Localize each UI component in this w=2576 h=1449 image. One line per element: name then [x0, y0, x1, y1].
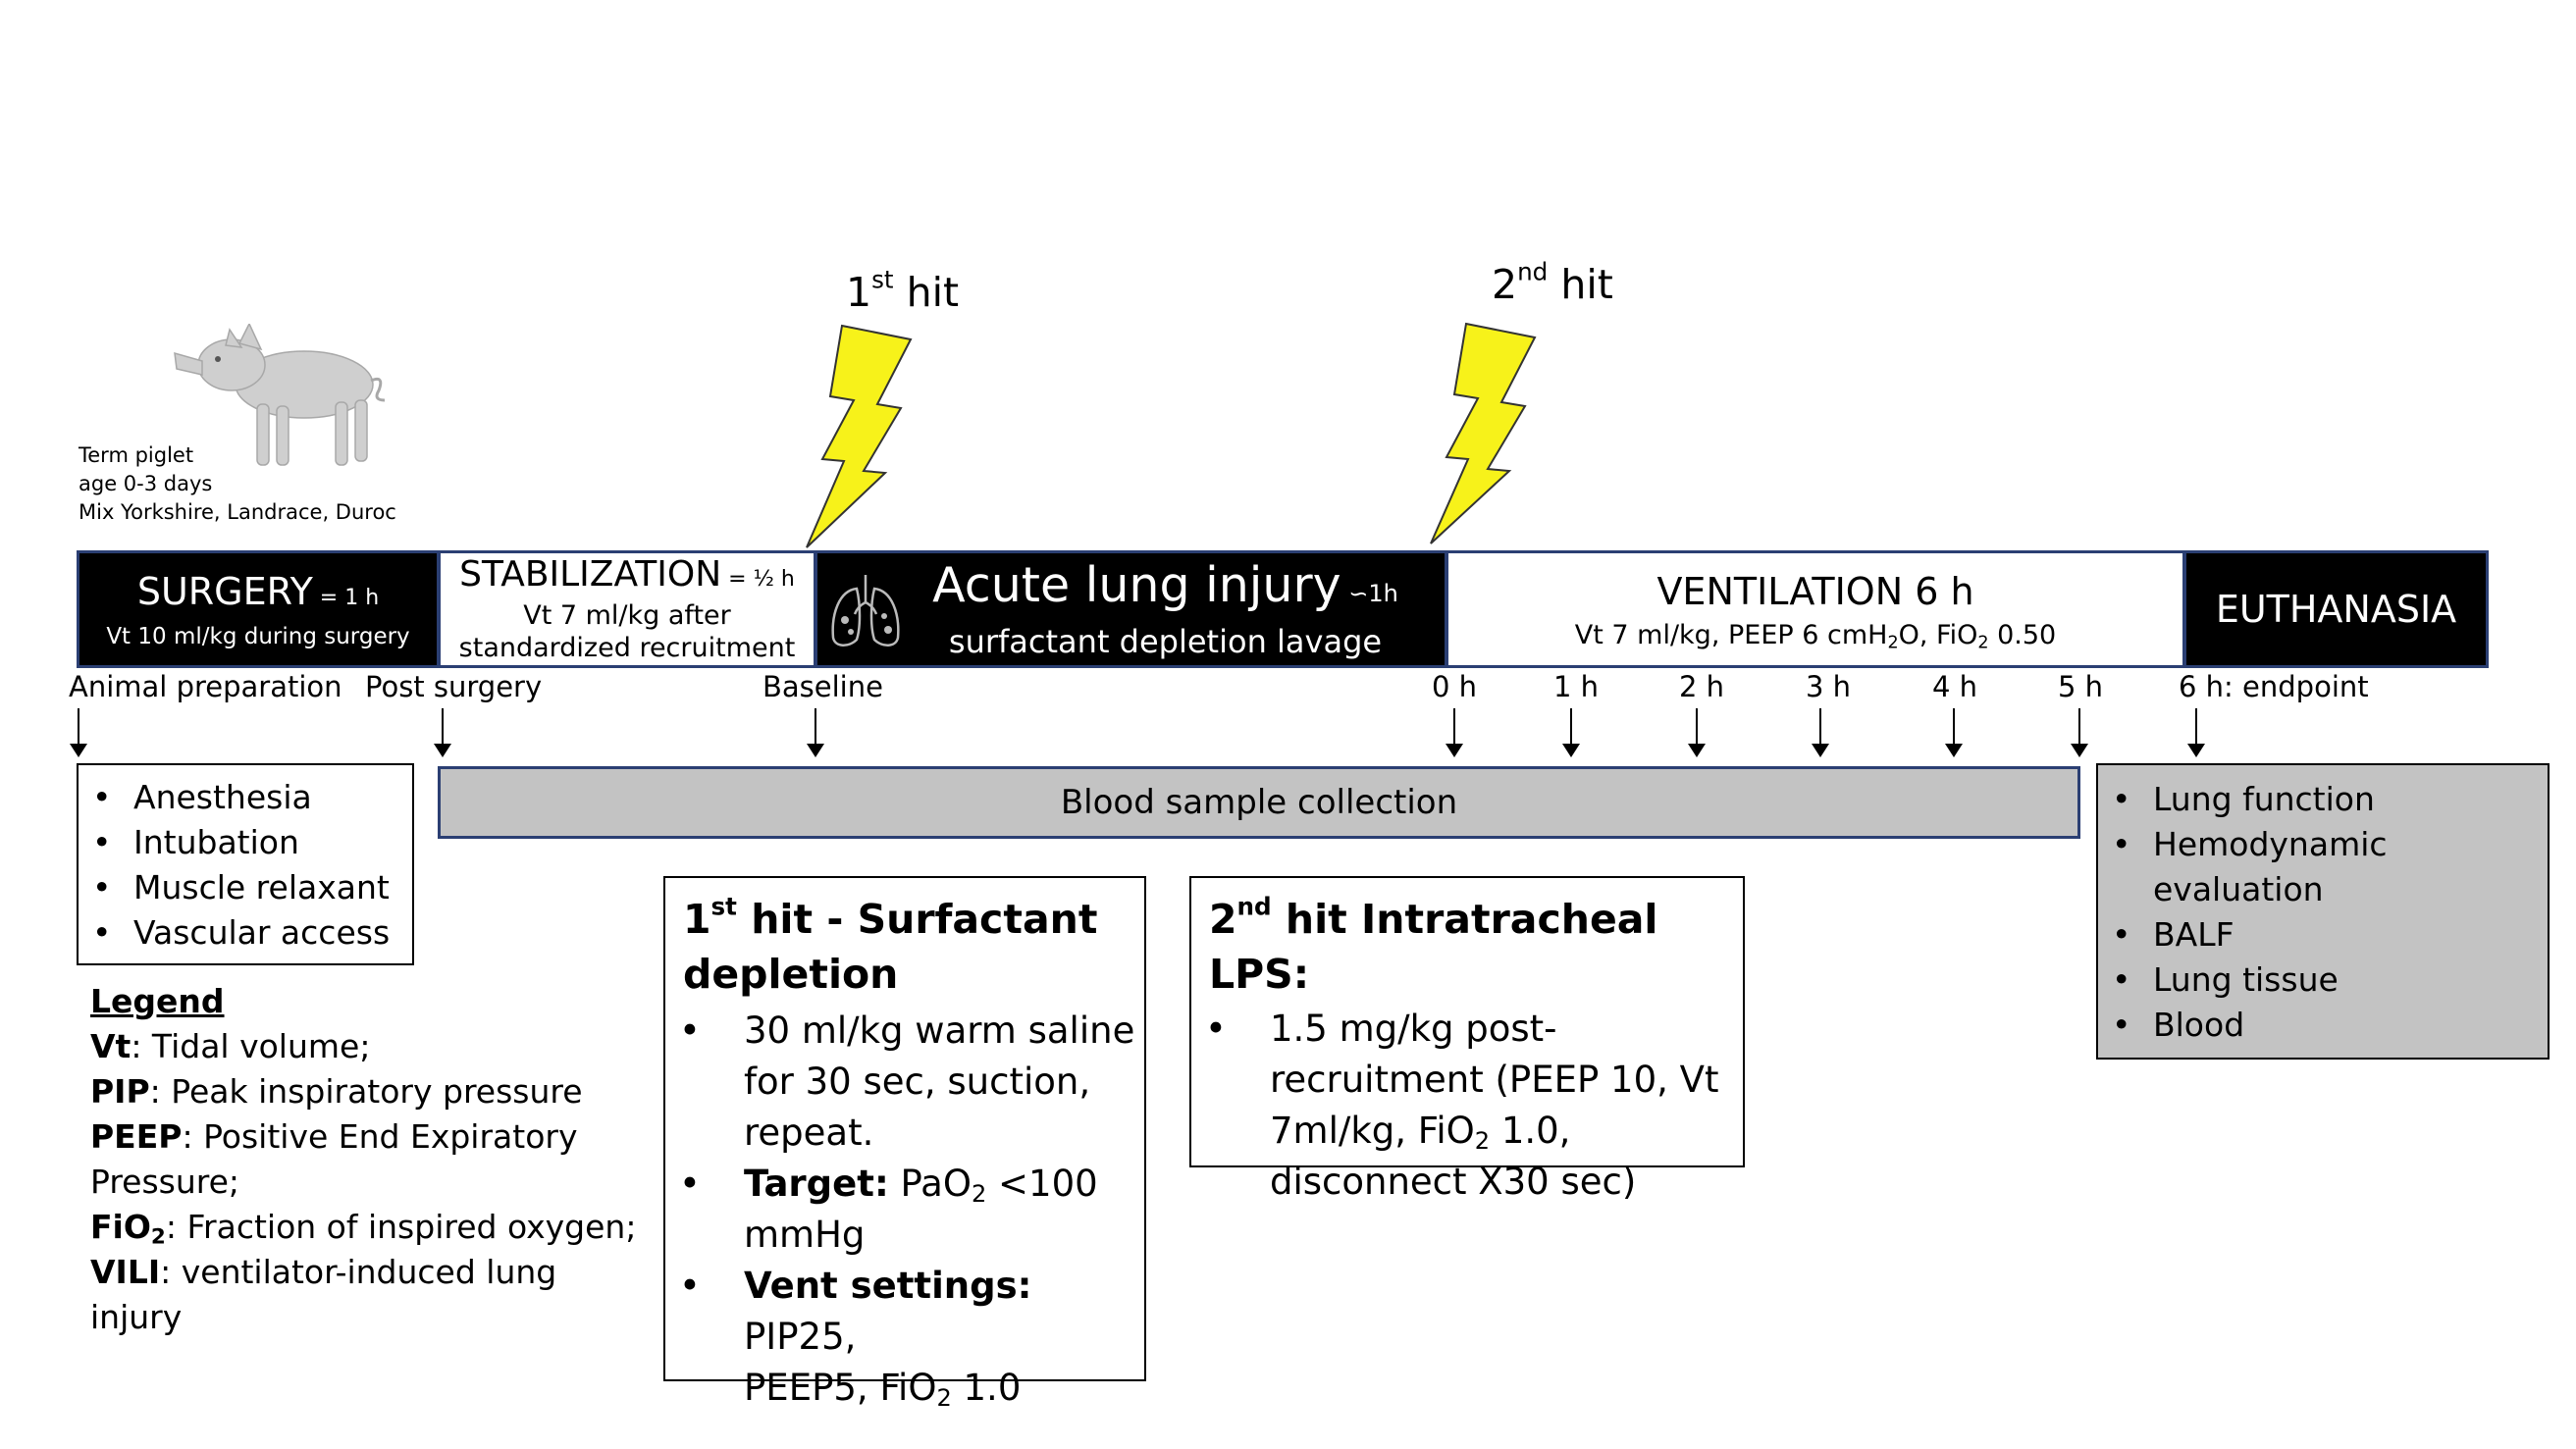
preparation-item: Vascular access	[79, 910, 412, 956]
timeline-arrow	[434, 708, 451, 757]
ventilation-title: VENTILATION 6 h	[1656, 569, 1974, 613]
stabilization-subtitle: Vt 7 ml/kg after	[523, 599, 731, 631]
stabilization-subtitle: standardized recruitment	[458, 632, 796, 663]
timeline-arrow	[1945, 708, 1963, 757]
lungs-icon	[831, 575, 900, 647]
piglet-illustration	[174, 324, 386, 466]
preparation-item: Anesthesia	[79, 775, 412, 820]
endpoint-item: BALF	[2098, 912, 2548, 957]
timeline-label-2h: 2 h	[1679, 670, 1725, 703]
piglet-caption-line: age 0-3 days	[79, 472, 213, 495]
timeline-label-3h: 3 h	[1806, 670, 1852, 703]
phase-stabilization: STABILIZATION = ½ h Vt 7 ml/kg after sta…	[438, 550, 816, 668]
second-hit-box-title: 2nd hit Intratracheal LPS:	[1209, 892, 1658, 998]
piglet-caption: Term piglet age 0-3 days Mix Yorkshire, …	[79, 441, 396, 527]
phase-acute-lung-injury: Acute lung injury ∽1h surfactant depleti…	[815, 550, 1447, 668]
timeline-label-4h: 4 h	[1932, 670, 1978, 703]
acute-lung-injury-subtitle: surfactant depletion lavage	[948, 623, 1383, 660]
piglet-caption-line: Mix Yorkshire, Landrace, Duroc	[79, 500, 396, 524]
legend-entry-fio2: FiO2: Fraction of inspired oxygen;	[90, 1208, 637, 1250]
phase-euthanasia: EUTHANASIA	[2183, 550, 2489, 668]
surgery-duration: = 1 h	[312, 585, 380, 610]
surgery-title: SURGERY	[136, 569, 313, 613]
first-hit-lightning-icon	[806, 324, 913, 548]
legend-entry-vt: Vt: Tidal volume;	[90, 1027, 371, 1065]
timeline-label-5h: 5 h	[2058, 670, 2104, 703]
timeline-arrow	[1562, 708, 1580, 757]
phase-surgery: SURGERY = 1 h Vt 10 ml/kg during surgery	[77, 550, 440, 668]
preparation-item: Muscle relaxant	[79, 865, 412, 910]
second-hit-label: 2nd hit	[1492, 257, 1613, 308]
piglet-caption-line: Term piglet	[79, 443, 194, 467]
preparation-list-box: Anesthesia Intubation Muscle relaxant Va…	[77, 763, 414, 965]
legend-heading: Legend	[90, 982, 225, 1020]
phase-ventilation: VENTILATION 6 h Vt 7 ml/kg, PEEP 6 cmH2O…	[1446, 550, 2185, 668]
endpoint-item: Lung function	[2098, 777, 2548, 822]
first-hit-vent-settings: Vent settings: PIP25,PEEP5, FiO2 1.0	[665, 1261, 1144, 1414]
legend-entry-pip: PIP: Peak inspiratory pressure	[90, 1072, 583, 1111]
blood-sample-collection-bar: Blood sample collection	[438, 766, 2080, 839]
endpoint-item: Blood	[2098, 1003, 2548, 1048]
timeline-label-0h: 0 h	[1432, 670, 1478, 703]
timeline-arrow	[2071, 708, 2088, 757]
legend: Legend Vt: Tidal volume; PIP: Peak inspi…	[90, 979, 636, 1340]
preparation-item: Intubation	[79, 820, 412, 865]
timeline-arrow	[1446, 708, 1463, 757]
acute-lung-injury-title: Acute lung injury	[932, 557, 1341, 613]
stabilization-title: STABILIZATION	[459, 553, 722, 595]
second-hit-lightning-icon	[1430, 322, 1537, 544]
timeline-arrow	[2187, 708, 2205, 757]
euthanasia-title: EUTHANASIA	[2215, 588, 2457, 631]
blood-sample-collection-label: Blood sample collection	[1060, 783, 1458, 822]
timeline-arrow	[1688, 708, 1706, 757]
timeline-label-1h: 1 h	[1553, 670, 1600, 703]
first-hit-label: 1st hit	[846, 265, 960, 316]
acute-lung-injury-duration: ∽1h	[1341, 580, 1398, 607]
timeline-arrow	[807, 708, 824, 757]
endpoint-item: Lung tissue	[2098, 957, 2548, 1003]
second-hit-box: 2nd hit Intratracheal LPS: 1.5 mg/kg pos…	[1189, 876, 1745, 1203]
timeline-arrow	[1812, 708, 1829, 757]
surgery-subtitle: Vt 10 ml/kg during surgery	[106, 623, 410, 649]
timeline-label-animal-preparation: Animal preparation	[69, 670, 342, 703]
timeline-arrow	[70, 708, 87, 757]
second-hit-detail: 1.5 mg/kg post-recruitment (PEEP 10, Vt7…	[1191, 1004, 1743, 1208]
timeline-label-baseline: Baseline	[762, 670, 883, 703]
timeline-label-6h-endpoint: 6 h: endpoint	[2179, 670, 2369, 703]
ventilation-subtitle: Vt 7 ml/kg, PEEP 6 cmH2O, FiO2 0.50	[1574, 619, 2057, 652]
stabilization-duration: = ½ h	[721, 566, 795, 592]
timeline-label-post-surgery: Post surgery	[365, 670, 543, 703]
